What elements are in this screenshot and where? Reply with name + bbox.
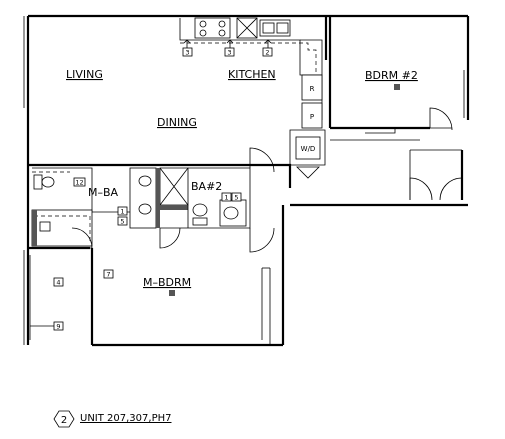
caption: 2 UNIT 207,307,PH7: [53, 410, 171, 428]
tag-box: [117, 206, 128, 216]
tag-box: [117, 216, 128, 226]
kitchen-counters: [179, 17, 323, 120]
bath-2: [156, 147, 275, 253]
pantry-label: P: [310, 113, 314, 121]
wall-hatch: [156, 168, 160, 228]
tag-box: [103, 269, 114, 279]
dining-label: DINING: [157, 116, 197, 129]
bath-2-tag-b: 5: [234, 194, 238, 202]
tag-box: [53, 321, 64, 331]
tag-box: [262, 47, 273, 57]
refrigerator: [301, 74, 323, 101]
tag-box: [73, 177, 86, 187]
kitchen-tag-mid: 3: [227, 49, 231, 57]
kitchen-label: KITCHEN: [228, 68, 276, 81]
kitchen-tags: 3 3 2: [182, 39, 273, 57]
tag-box: [224, 47, 235, 57]
master-bedroom-tag: 7: [106, 271, 110, 279]
vanity: [129, 167, 157, 229]
tag-box: [231, 192, 242, 202]
tag-box: [53, 277, 64, 287]
shower-wall: [32, 210, 37, 246]
washer-dryer: [295, 136, 321, 160]
tag-box: [182, 47, 193, 57]
master-bedroom-label: M–BDRM: [143, 276, 191, 289]
bedroom-2-label: BDRM #2: [365, 69, 418, 82]
bedroom-2-doors: [409, 107, 463, 201]
tag-box: [221, 192, 232, 202]
master-bath-tag-top: 12: [75, 179, 83, 187]
caption-hexagon: [53, 410, 75, 428]
bedroom-2-marker-icon: [394, 84, 400, 90]
toilet: [33, 174, 43, 190]
master-bedroom-marker-icon: [169, 290, 175, 296]
bath-2-tag-a: 1: [224, 194, 228, 202]
shower-drain: [39, 221, 51, 232]
living-label: LIVING: [66, 68, 103, 81]
caption-text: UNIT 207,307,PH7: [80, 413, 171, 424]
pantry: [301, 102, 323, 129]
wall-hatch: [160, 205, 188, 210]
kitchen-tag-left: 3: [185, 49, 189, 57]
caption-number: 2: [61, 415, 67, 426]
master-bath-label: M–BA: [88, 186, 119, 199]
bath-2-toilet: [192, 217, 208, 226]
closet-tag: 4: [56, 279, 60, 287]
master-bath-tag-b: 5: [120, 218, 124, 226]
bath-2-label: BA#2: [191, 180, 222, 193]
exterior-walls: [23, 14, 470, 347]
master-bath-tag-a: 1: [120, 208, 124, 216]
washer-dryer-label: W/D: [301, 145, 316, 153]
stove: [194, 17, 231, 39]
refrigerator-label: R: [310, 85, 315, 93]
kitchen-sink: [259, 19, 291, 37]
closet-tag-bottom: 9: [56, 323, 60, 331]
master-bath: [31, 167, 157, 249]
kitchen-tag-right: 2: [265, 49, 269, 57]
